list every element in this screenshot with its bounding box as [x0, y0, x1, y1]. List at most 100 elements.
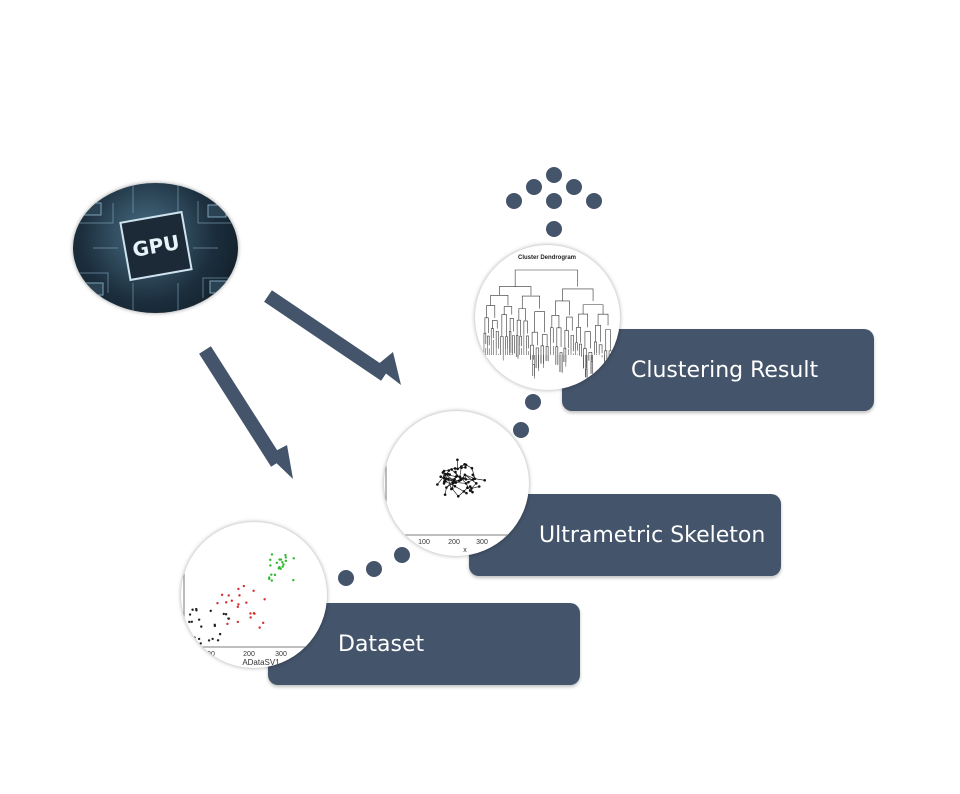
dendrogram-link — [484, 317, 489, 334]
scatter-point — [284, 559, 288, 563]
skeleton-node — [453, 467, 457, 470]
skeleton-node — [471, 490, 474, 494]
connector-dot — [366, 561, 382, 577]
dendrogram-link — [555, 346, 559, 365]
dendrogram-link — [519, 335, 522, 347]
dendrogram-link — [486, 305, 496, 318]
skeleton-node — [466, 486, 469, 490]
skeleton-node — [470, 466, 474, 470]
skeleton-edge — [442, 472, 445, 482]
skeleton-node — [453, 484, 457, 488]
scatter-point — [226, 622, 229, 626]
skeleton-node — [471, 473, 475, 477]
gpu-chip-image: GPU — [73, 183, 238, 313]
skeleton-node — [462, 477, 465, 480]
scatter-point — [261, 621, 265, 625]
skeleton-node — [445, 486, 448, 489]
scatter-point — [230, 599, 234, 602]
skeleton-node — [474, 482, 478, 485]
scatter-point — [211, 637, 214, 641]
scatter-point — [222, 612, 225, 616]
dataset-tick: 300 — [275, 651, 287, 658]
continuation-dot — [586, 193, 602, 209]
skeleton-node — [477, 485, 481, 488]
scatter-point — [284, 556, 288, 559]
scatter-point — [270, 579, 273, 582]
continuation-dot — [546, 221, 562, 237]
skeleton-node — [442, 482, 446, 485]
skeleton-node — [456, 495, 460, 498]
skeleton-node — [450, 468, 453, 471]
scatter-point — [224, 613, 228, 616]
skeleton-tick: 100 — [418, 539, 430, 546]
dendrogram-link — [566, 316, 573, 331]
dendrogram-link — [509, 318, 514, 332]
scatter-point — [249, 616, 252, 619]
skeleton-node — [460, 466, 463, 470]
dendrogram-link — [509, 331, 512, 353]
skeleton-node — [455, 474, 459, 478]
dendrogram-link — [487, 335, 490, 346]
skeleton-edge — [455, 482, 467, 484]
scatter-point — [263, 598, 266, 601]
scatter-point — [269, 564, 272, 567]
dendrogram-link — [503, 306, 513, 315]
dendrogram-link — [500, 336, 504, 356]
dendrogram-title: Cluster Dendrogram — [518, 255, 576, 261]
scatter-point — [282, 563, 285, 566]
dendrogram-link — [501, 314, 507, 337]
dendrogram-link — [578, 313, 588, 328]
dendrogram-link — [579, 343, 582, 356]
stage-box-dataset: Dataset — [268, 603, 580, 685]
stage-label-skeleton: Ultrametric Skeleton — [539, 522, 766, 548]
dendrogram-link — [495, 330, 499, 349]
scatter-point — [220, 593, 224, 597]
dendrogram-link — [516, 319, 521, 336]
dendrogram-link — [534, 311, 545, 333]
skeleton-node — [467, 480, 470, 484]
scatter-point — [275, 561, 279, 565]
skeleton-node — [447, 469, 451, 472]
dendrogram-link — [545, 346, 549, 361]
skeleton-edge — [447, 478, 452, 490]
continuation-dot — [546, 167, 562, 183]
skeleton-node — [450, 487, 453, 491]
dendrogram-link — [564, 330, 569, 349]
scatter-point — [191, 608, 194, 611]
scatter-point — [237, 603, 240, 606]
scatter-point — [238, 594, 241, 597]
dendrogram-link — [597, 313, 609, 326]
dendrogram-link — [540, 345, 544, 364]
skeleton-node — [436, 483, 439, 486]
dendrogram-link — [559, 352, 563, 372]
dendrogram-link — [492, 320, 498, 329]
dendrogram-link — [556, 327, 562, 347]
dendrogram-link — [563, 347, 567, 362]
dendrogram-link — [562, 288, 594, 301]
scatter-point — [197, 637, 201, 641]
dendrogram-link — [535, 347, 539, 369]
dendrogram-link — [588, 352, 593, 361]
scatter-point — [269, 558, 272, 562]
dendrogram-link — [541, 334, 548, 346]
skeleton-node — [456, 467, 459, 471]
dendrogram-link — [583, 348, 587, 369]
skeleton-node — [483, 478, 487, 482]
connector-dot — [338, 570, 354, 586]
scatter-point — [281, 561, 284, 564]
gpu-circuit-graphic: GPU — [73, 183, 238, 313]
skeleton-tick: 300 — [476, 539, 488, 546]
skeleton-node — [443, 493, 447, 496]
scatter-point — [209, 609, 212, 613]
scatter-point — [197, 618, 201, 621]
dendrogram-link — [483, 332, 487, 345]
dataset-tick: 200 — [243, 651, 255, 658]
skeleton-node — [457, 479, 461, 483]
scatter-point — [273, 573, 277, 577]
dendrogram-link — [575, 342, 578, 351]
dendrogram-link — [521, 295, 540, 309]
dendrogram-link — [584, 331, 591, 349]
skeleton-node — [464, 463, 468, 467]
connector-dot — [513, 422, 529, 438]
